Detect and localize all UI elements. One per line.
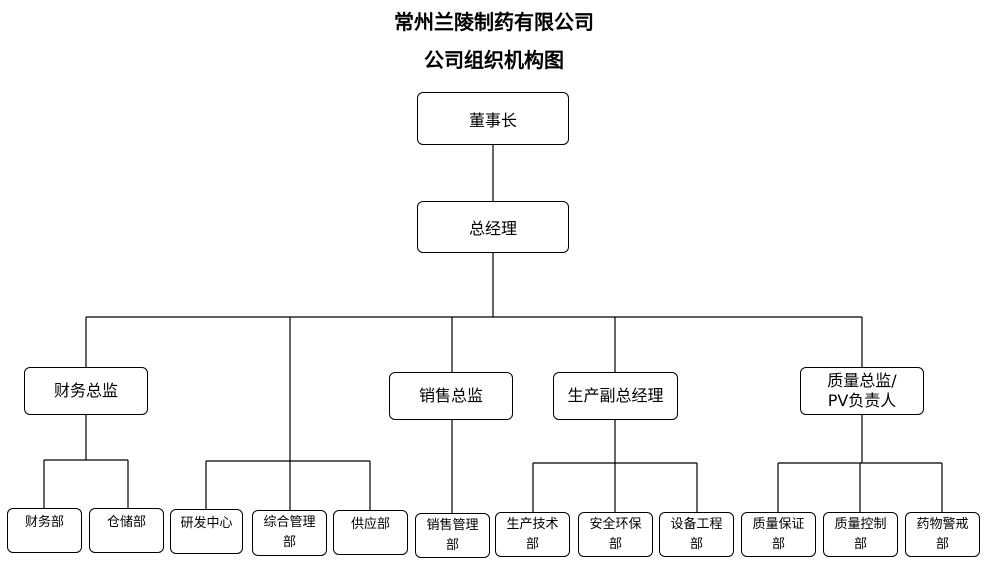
sales-mgmt-dept-box: 销售管理部 xyxy=(415,513,490,558)
chairman-box: 董事长 xyxy=(417,92,569,145)
equipment-dept-label: 设备工程部 xyxy=(670,516,723,552)
quality-director-label-line2: PV负责人 xyxy=(827,391,897,410)
qa-dept-box: 质量保证部 xyxy=(741,512,816,557)
sales-director-box: 销售总监 xyxy=(389,372,513,420)
quality-director-label-line1: 质量总监/ xyxy=(827,371,897,390)
chairman-label: 董事长 xyxy=(468,110,517,130)
rnd-center-label: 研发中心 xyxy=(180,516,233,531)
finance-director-box: 财务总监 xyxy=(24,367,148,415)
production-vp-box: 生产副总经理 xyxy=(553,372,678,420)
production-vp-label: 生产副总经理 xyxy=(567,386,664,405)
prod-tech-dept-box: 生产技术部 xyxy=(495,512,570,557)
warehouse-dept-label: 仓储部 xyxy=(106,515,146,530)
rnd-center-box: 研发中心 xyxy=(170,509,243,554)
general-manager-label: 总经理 xyxy=(468,219,517,238)
sales-mgmt-dept-label: 销售管理部 xyxy=(426,517,479,553)
qc-dept-label: 质量控制部 xyxy=(834,516,887,552)
company-name: 常州兰陵制药有限公司 xyxy=(394,10,594,34)
safety-env-dept-label: 安全环保部 xyxy=(589,516,642,552)
safety-env-dept-box: 安全环保部 xyxy=(578,512,653,557)
equipment-dept-box: 设备工程部 xyxy=(659,512,734,557)
pv-dept-box: 药物警戒部 xyxy=(905,512,980,557)
general-manager-box: 总经理 xyxy=(417,201,569,253)
finance-dept-box: 财务部 xyxy=(7,508,82,553)
admin-dept-label: 综合管理部 xyxy=(263,515,316,550)
sales-director-label: 销售总监 xyxy=(418,386,483,405)
supply-dept-label: 供应部 xyxy=(350,517,390,532)
chart-title: 公司组织机构图 xyxy=(424,48,564,72)
qc-dept-box: 质量控制部 xyxy=(823,512,898,557)
qa-dept-label: 质量保证部 xyxy=(752,516,805,552)
quality-director-box: 质量总监/ PV负责人 xyxy=(800,367,924,415)
prod-tech-dept-label: 生产技术部 xyxy=(506,516,559,552)
supply-dept-box: 供应部 xyxy=(333,510,408,555)
warehouse-dept-box: 仓储部 xyxy=(89,508,164,553)
finance-director-label: 财务总监 xyxy=(53,381,118,400)
pv-dept-label: 药物警戒部 xyxy=(916,516,969,552)
finance-dept-label: 财务部 xyxy=(24,515,64,530)
admin-dept-box: 综合管理部 xyxy=(252,510,327,556)
